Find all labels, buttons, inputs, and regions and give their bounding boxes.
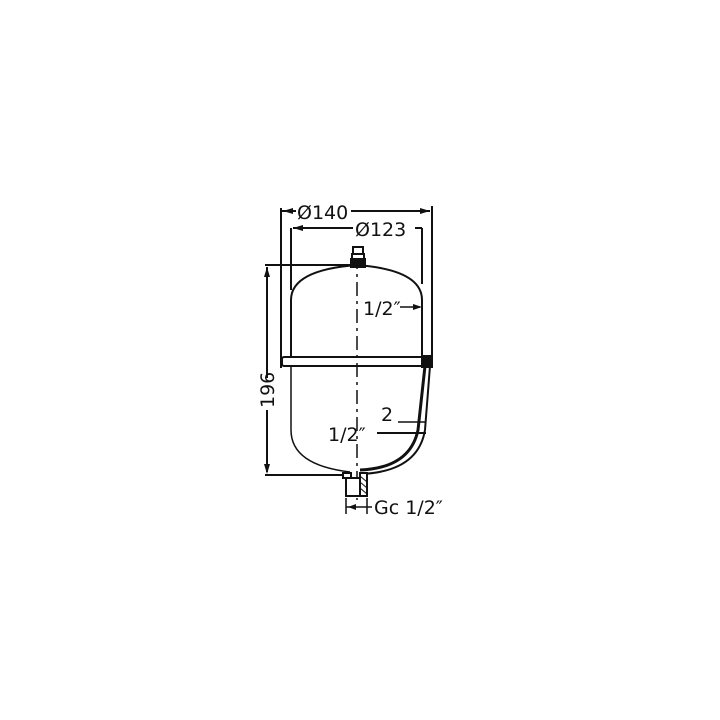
top-valve <box>350 246 366 268</box>
label-inner-diameter: Ø123 <box>355 219 406 241</box>
label-side-part: 2 <box>381 404 393 426</box>
label-top-connection: 1/2″ <box>363 298 401 320</box>
vessel-lower-shell <box>290 366 351 473</box>
label-height: 196 <box>257 372 279 408</box>
vessel-flange <box>281 356 431 367</box>
label-outer-diameter: Ø140 <box>297 202 348 224</box>
label-bottom-connection: Gc 1/2″ <box>374 497 443 519</box>
bottom-fitting <box>342 472 368 497</box>
label-side-connection: 1/2″ <box>328 424 366 446</box>
